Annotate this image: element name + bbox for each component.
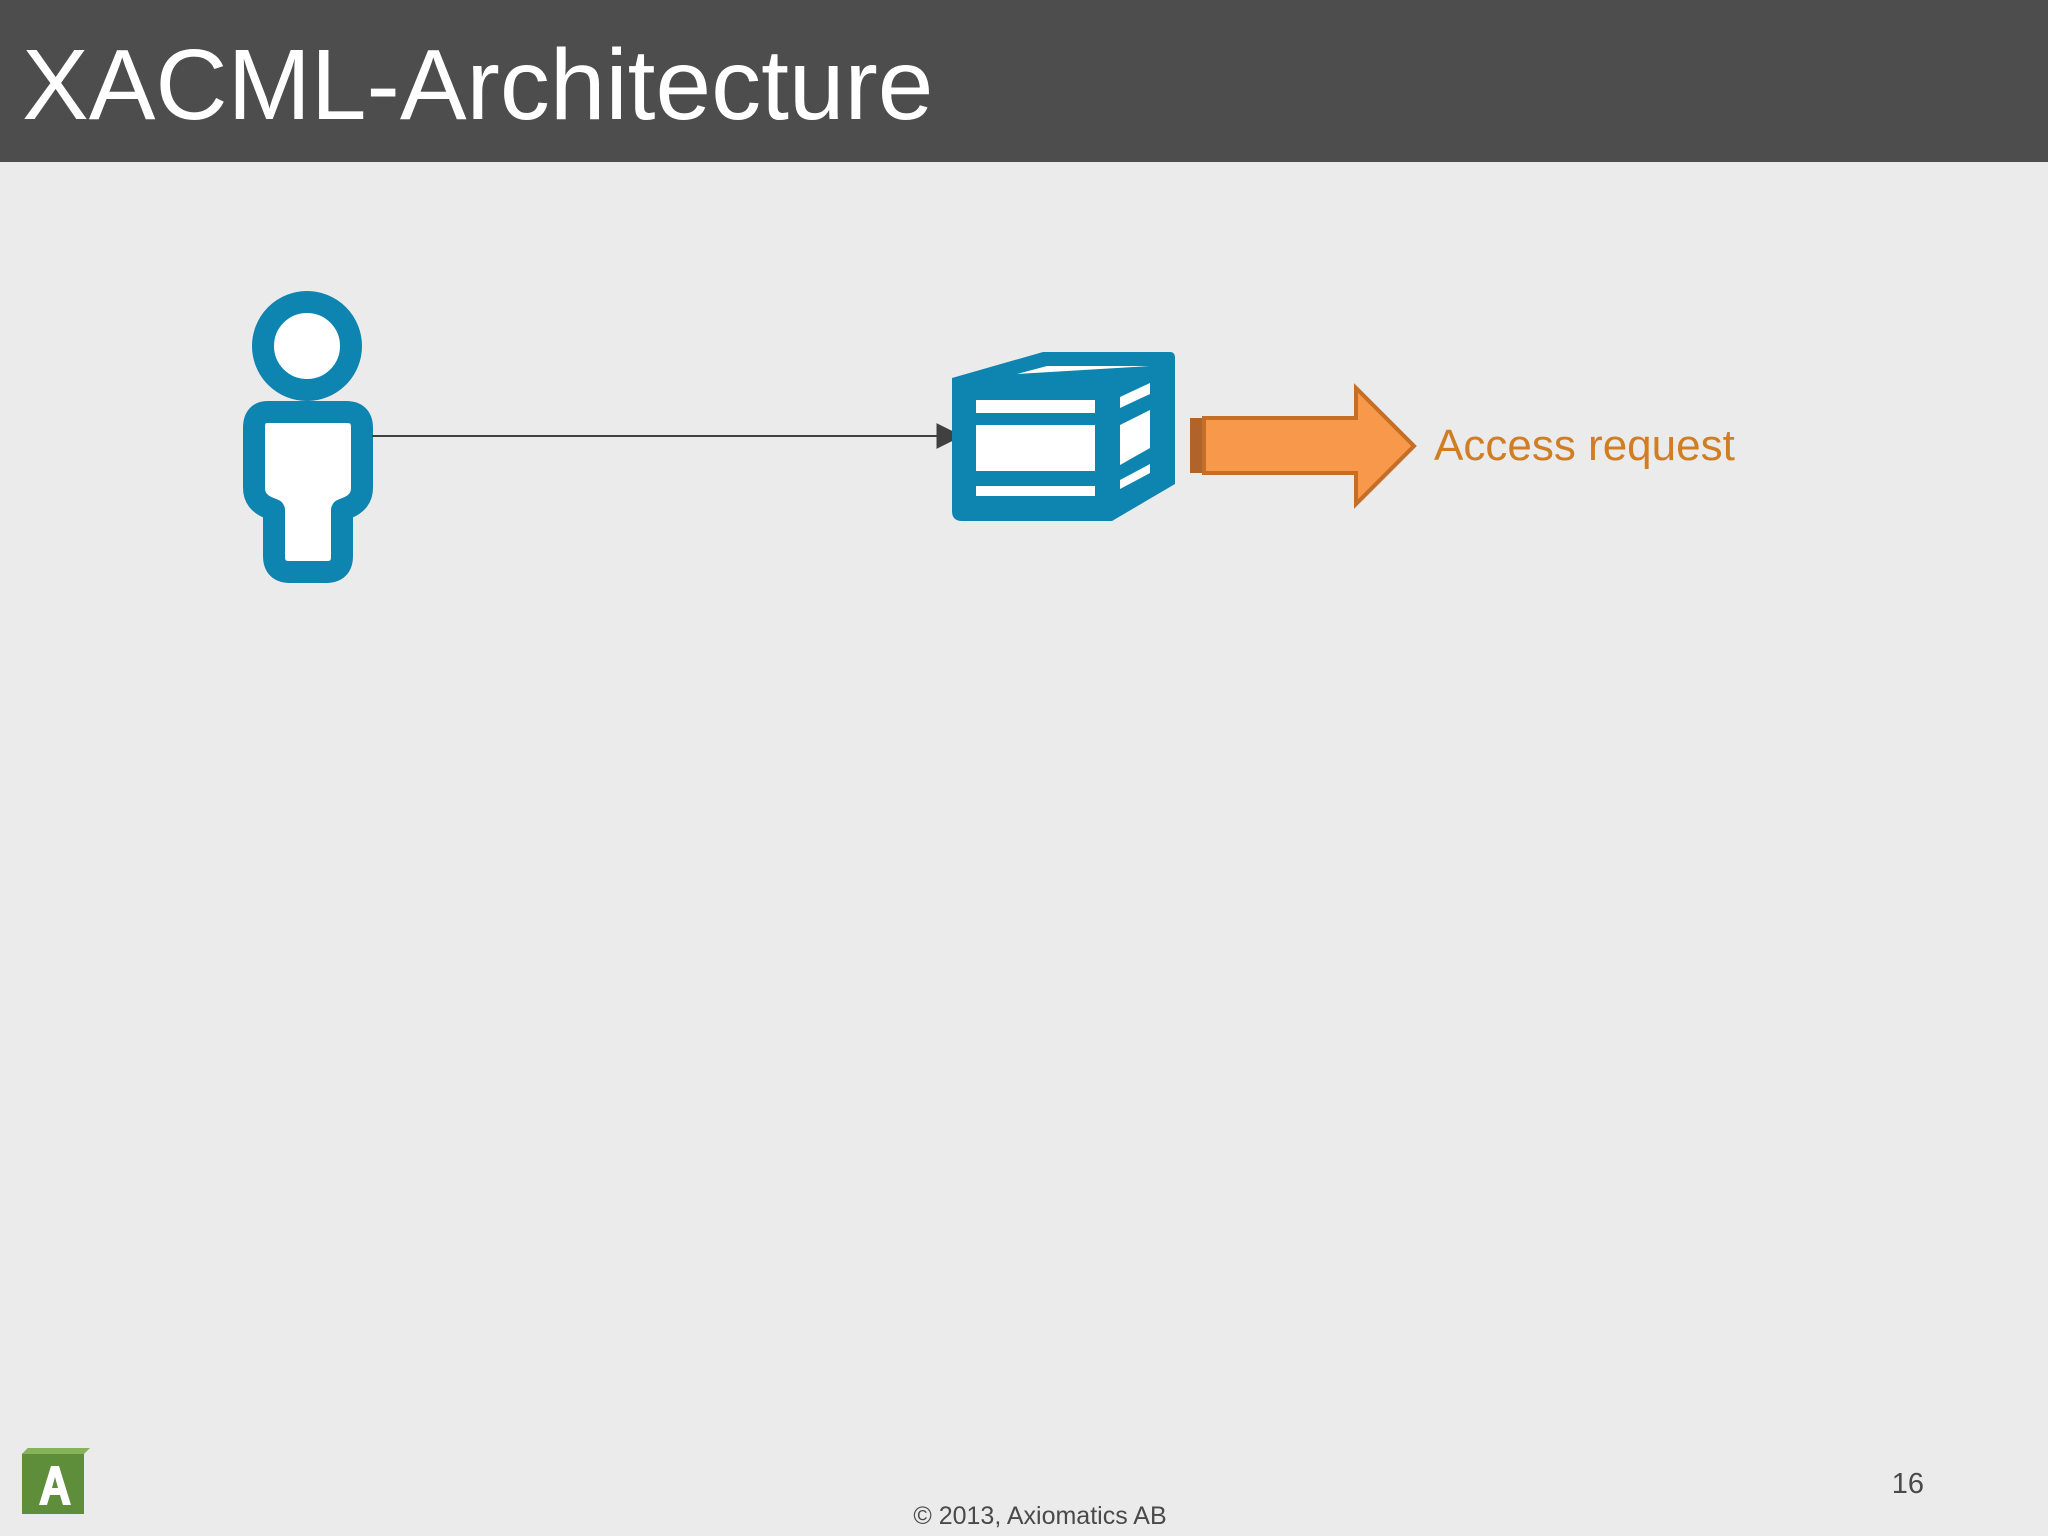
- block-arrow-right-icon: [1190, 383, 1417, 509]
- access-request-label: Access request: [1434, 421, 1735, 470]
- page-number: 16: [1891, 1468, 1924, 1500]
- user-icon: [243, 291, 373, 583]
- server-box-icon: [952, 352, 1175, 521]
- copyright-footer: © 2013, Axiomatics AB: [913, 1502, 1167, 1530]
- slide-title: XACML-Architecture: [22, 29, 934, 141]
- title-bar: XACML-Architecture: [0, 0, 2048, 162]
- axiomatics-logo: [22, 1448, 90, 1514]
